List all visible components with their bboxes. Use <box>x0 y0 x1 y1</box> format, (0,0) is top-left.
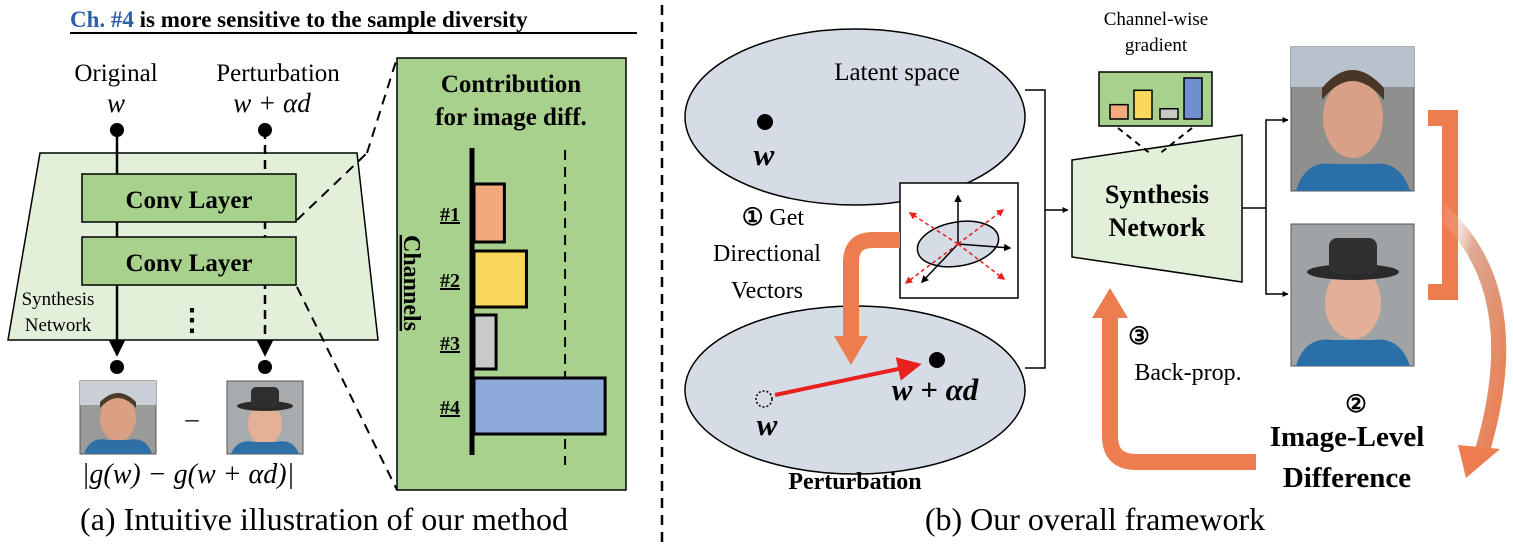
synthesis-network-label-1: Synthesis <box>1105 180 1209 209</box>
perturbation-var: w + αd <box>233 88 311 118</box>
perturbed-w-var: w + αd <box>892 372 979 407</box>
channel-label-2: #2 <box>440 270 460 292</box>
backprop-orange-path <box>1102 318 1256 470</box>
header-claim: is more sensitive to the sample diversit… <box>134 7 528 32</box>
step2-number: ② <box>1345 392 1367 418</box>
left-header: Ch. #4 is more sensitive to the sample d… <box>70 7 528 32</box>
vector-red-up-right <box>957 209 1005 245</box>
synthesis-label-2: Network <box>25 315 92 336</box>
perturbation-direction-arrow <box>774 357 922 397</box>
step1-get: Get <box>769 205 804 231</box>
gradient-dash-right <box>1157 127 1193 156</box>
conv-layer-1-label: Conv Layer <box>125 187 252 214</box>
latent-connector <box>1025 89 1046 369</box>
bar-channel-1 <box>472 182 506 244</box>
latent-space-label: Latent space <box>834 59 960 86</box>
difference-curve <box>1434 204 1507 455</box>
output-face-original <box>1290 46 1415 192</box>
vector-down-left <box>920 243 959 284</box>
conv-layer-2-label: Conv Layer <box>125 250 252 277</box>
zoom-line-top-2 <box>366 57 398 154</box>
image-difference-formula: |g(w) − g(w + αd)| <box>82 459 295 490</box>
original-output-dot <box>110 360 124 374</box>
gradient-title-2: gradient <box>1125 35 1188 56</box>
gradient-bar-3 <box>1159 108 1179 120</box>
step3-number: ③ <box>1128 324 1150 350</box>
difference-curve-arrowhead <box>1458 445 1500 478</box>
bar-channel-3 <box>472 313 498 371</box>
output-arrow-top <box>1242 117 1289 209</box>
perturbation-input-dot <box>258 123 272 137</box>
bar-channel-2 <box>472 249 528 309</box>
gradient-bar-4 <box>1183 77 1203 120</box>
perturbed-w-dot <box>929 352 945 368</box>
conv-layer-2 <box>81 236 297 286</box>
output-arrow-bottom <box>1265 208 1289 297</box>
channels-axis-label: Channels <box>398 235 424 331</box>
difference-bracket <box>1428 110 1458 300</box>
original-input-dot <box>110 123 124 137</box>
original-face-thumbnail <box>79 380 157 455</box>
backprop-arrowhead <box>1092 288 1128 318</box>
vector-red-up-left <box>908 212 959 245</box>
perturbation-label: Perturbation <box>216 60 340 87</box>
channel-label-1: #1 <box>440 204 460 226</box>
channel-label-3: #3 <box>440 333 460 355</box>
perturbed-face-thumbnail <box>226 380 304 455</box>
latent-w-var: w <box>754 137 775 172</box>
step2-image-level: Image-Level <box>1270 421 1425 453</box>
step1-directional: Directional <box>713 241 821 267</box>
gradient-bars <box>1109 77 1203 120</box>
synthesis-network <box>1071 134 1243 283</box>
step1-number: ① <box>742 205 764 231</box>
gradient-title-1: Channel-wise <box>1104 9 1208 30</box>
contribution-chart: #1 #2 #3 #4 <box>440 148 607 465</box>
conv-layer-1 <box>81 173 297 223</box>
original-w-dashed-dot <box>755 390 773 408</box>
minus-sign: – <box>185 404 200 433</box>
vector-right <box>957 243 1012 252</box>
contribution-title-2: for image diff. <box>435 104 587 131</box>
original-label: Original <box>74 60 157 87</box>
perturbation-output-dot <box>258 360 272 374</box>
step3-label: Back-prop. <box>1134 360 1241 386</box>
vector-red-down-left <box>904 243 959 284</box>
zoom-line-bottom <box>296 286 398 491</box>
synthesis-network-label-2: Network <box>1109 213 1206 242</box>
channel-label-4: #4 <box>440 397 460 419</box>
latent-w-dot <box>757 114 773 130</box>
more-layers-ellipsis: ⋮ <box>177 304 207 337</box>
contribution-title-1: Contribution <box>441 71 581 98</box>
step1-orange-path <box>843 232 900 338</box>
perturbation-w-var: w <box>757 407 778 442</box>
latent-space-ellipse <box>684 28 1026 206</box>
header-channel: Ch. #4 <box>70 7 134 32</box>
gradient-dash-left <box>1117 127 1153 156</box>
output-face-perturbed <box>1290 223 1415 367</box>
perturbation-label: Perturbation <box>788 469 921 495</box>
step2-difference: Difference <box>1283 462 1411 494</box>
step1-vectors: Vectors <box>731 278 803 304</box>
synthesis-label-1: Synthesis <box>22 289 95 310</box>
step1-orange-arrowhead <box>834 336 868 365</box>
bar-channel-4 <box>472 376 607 436</box>
gradient-bar-1 <box>1109 103 1129 120</box>
caption-a: (a) Intuitive illustration of our method <box>80 501 568 537</box>
gradient-bar-2 <box>1133 89 1153 120</box>
vector-red-down-right <box>957 243 1006 280</box>
left-panel: Ch. #4 is more sensitive to the sample d… <box>7 7 637 537</box>
original-var: w <box>107 88 125 118</box>
caption-b: (b) Our overall framework <box>925 501 1265 537</box>
